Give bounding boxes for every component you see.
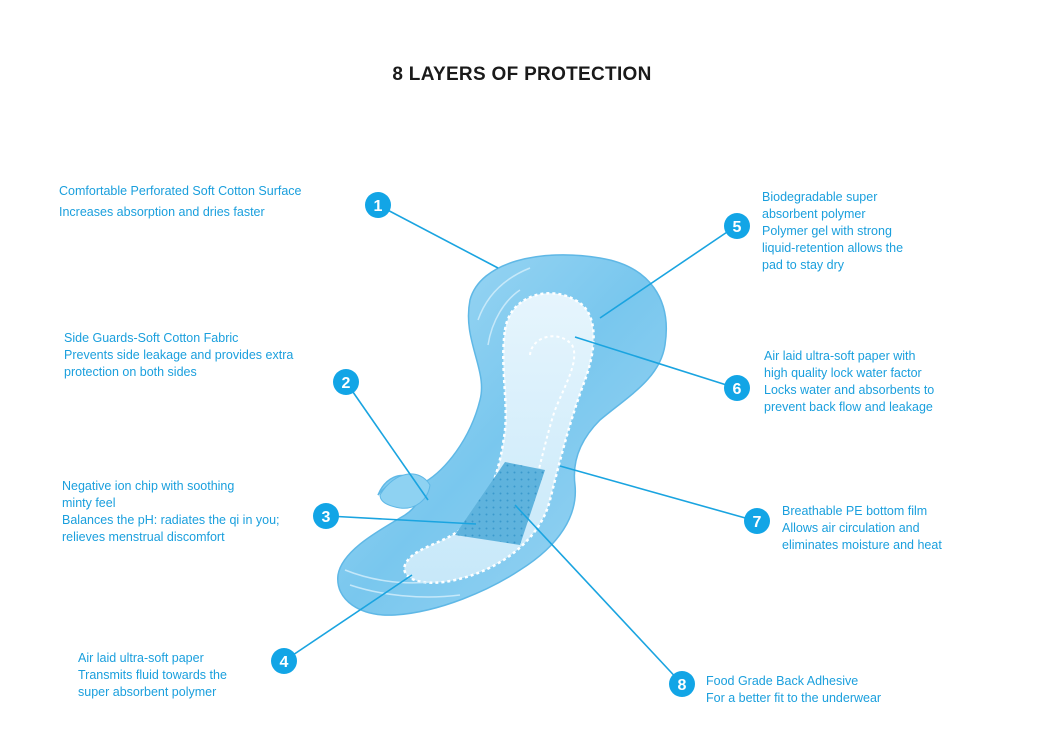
layer-badge-5: 5	[724, 213, 750, 239]
layer-badge-4: 4	[271, 648, 297, 674]
pad-absorbent-core	[403, 292, 595, 584]
layer-2-desc-1: Prevents side leakage and provides extra	[64, 348, 294, 362]
layer-7-desc-1: Allows air circulation and	[782, 521, 920, 535]
layer-6-title-1: Air laid ultra-soft paper with	[764, 349, 916, 363]
layer-badge-8: 8	[669, 671, 695, 697]
page-title: 8 LAYERS OF PROTECTION	[392, 64, 652, 85]
leader-line	[377, 204, 499, 269]
layer-6-title-2: high quality lock water factor	[764, 366, 922, 380]
layer-4-title: Air laid ultra-soft paper	[78, 651, 204, 665]
layer-7-desc-2: eliminates moisture and heat	[782, 538, 942, 552]
layer-8-title: Food Grade Back Adhesive	[706, 674, 859, 688]
layer-4-desc-1: Transmits fluid towards the	[78, 668, 227, 682]
layer-8-desc: For a better fit to the underwear	[706, 691, 882, 705]
svg-text:8: 8	[678, 677, 687, 694]
layer-5-title-2: absorbent polymer	[762, 207, 866, 221]
leader-line	[514, 504, 683, 685]
leader-line	[574, 336, 737, 389]
leader-line	[345, 381, 429, 501]
leader-line	[559, 465, 757, 522]
layer-label-7: Breathable PE bottom film Allows air cir…	[782, 503, 942, 554]
layer-label-1: Comfortable Perforated Soft Cotton Surfa…	[59, 183, 302, 221]
leader-line	[327, 515, 477, 525]
svg-text:2: 2	[342, 375, 351, 392]
layer-badge-7: 7	[744, 508, 770, 534]
layer-6-desc-2: prevent back flow and leakage	[764, 400, 933, 414]
layer-5-title-1: Biodegradable super	[762, 190, 878, 204]
svg-text:7: 7	[753, 514, 762, 531]
layer-1-desc: Increases absorption and dries faster	[59, 205, 265, 219]
layer-5-desc-2: liquid-retention allows the	[762, 241, 904, 255]
layer-3-title-2: minty feel	[62, 496, 116, 510]
layer-2-desc-2: protection on both sides	[64, 365, 197, 379]
layer-3-title-1: Negative ion chip with soothing	[62, 479, 235, 493]
layer-2-title: Side Guards-Soft Cotton Fabric	[64, 331, 239, 345]
layer-label-4: Air laid ultra-soft paper Transmits flui…	[78, 650, 227, 701]
layer-badge-1: 1	[365, 192, 391, 218]
layer-badge-3: 3	[313, 503, 339, 529]
layer-6-desc-1: Locks water and absorbents to	[764, 383, 935, 397]
negative-ion-chip-dots	[455, 462, 545, 545]
leader-line	[599, 225, 737, 319]
pad-surface-stripes	[344, 267, 531, 598]
layer-label-8: Food Grade Back Adhesive For a better fi…	[706, 673, 881, 707]
layer-5-desc-1: Polymer gel with strong	[762, 224, 892, 238]
layer-badge-2: 2	[333, 369, 359, 395]
layer-7-title: Breathable PE bottom film	[782, 504, 928, 518]
layer-label-6: Air laid ultra-soft paper with high qual…	[764, 348, 934, 416]
layer-1-title: Comfortable Perforated Soft Cotton Surfa…	[59, 184, 302, 198]
svg-text:1: 1	[374, 198, 383, 215]
layer-4-desc-2: super absorbent polymer	[78, 685, 217, 699]
layer-badge-6: 6	[724, 375, 750, 401]
layer-label-5: Biodegradable super absorbent polymer Po…	[762, 189, 903, 274]
svg-text:6: 6	[733, 381, 742, 398]
svg-text:4: 4	[280, 654, 289, 671]
pad-wing-left	[379, 473, 431, 509]
layer-label-2: Side Guards-Soft Cotton Fabric Prevents …	[64, 330, 293, 381]
layer-3-desc-1: Balances the pH: radiates the qi in you;	[62, 513, 280, 527]
layer-3-desc-2: relieves menstrual discomfort	[62, 530, 225, 544]
svg-text:3: 3	[322, 509, 331, 526]
svg-text:5: 5	[733, 219, 742, 236]
layer-label-3: Negative ion chip with soothing minty fe…	[62, 478, 280, 546]
layer-5-desc-3: pad to stay dry	[762, 258, 844, 272]
leader-line	[283, 574, 413, 662]
